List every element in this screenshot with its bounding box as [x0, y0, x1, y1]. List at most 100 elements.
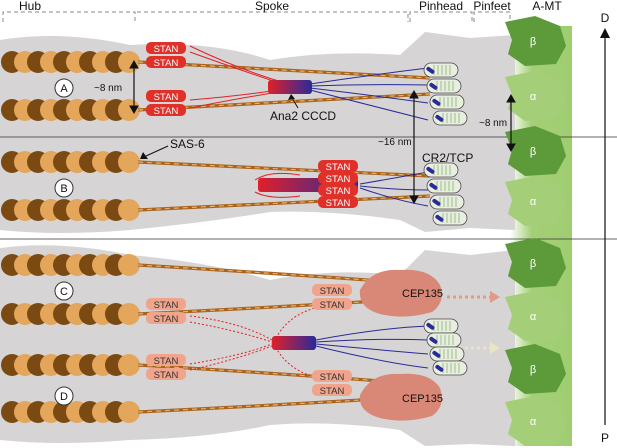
stan-box: STAN	[318, 160, 358, 173]
stan-box: STAN	[318, 184, 358, 197]
stan-box: STAN	[312, 370, 352, 383]
panel-d-letter: D	[60, 391, 68, 403]
stan-box: STAN	[146, 42, 186, 55]
stan-box: STAN	[146, 368, 186, 381]
ana2-cccd-a	[268, 80, 312, 94]
stan-label: STAN	[154, 356, 179, 367]
dp-axis: D P	[600, 11, 610, 445]
beta-tubulin: β	[505, 238, 566, 288]
hub-row	[1, 254, 140, 276]
beta-tubulin: β	[505, 16, 566, 66]
stan-box: STAN	[312, 384, 352, 397]
sas6-head	[118, 99, 140, 121]
stan-label: STAN	[154, 58, 179, 69]
panel-cd-ana2-lines	[189, 304, 429, 381]
panel-c-letter: C	[60, 286, 68, 298]
stan-boxes: STANSTANSTANSTANSTANSTANSTANSTANSTANSTAN…	[146, 42, 358, 397]
cr2-tcp-domain	[429, 94, 465, 110]
tubulin-label: α	[530, 311, 537, 323]
sas6-head	[118, 51, 140, 73]
stan-label: STAN	[326, 186, 351, 197]
cr2-tcp-domain	[426, 332, 462, 348]
spoke-coil-highlight	[137, 161, 431, 177]
header-pinfeet: Pinfeet	[473, 0, 511, 13]
cr2-tcp-domain	[429, 194, 465, 210]
hub-row	[1, 303, 140, 325]
header-amt: A-MT	[532, 0, 562, 13]
sas6-head	[118, 401, 140, 423]
cep135-label-c: CEP135	[402, 288, 443, 300]
spoke-coil-highlight	[137, 364, 396, 383]
panel-label-c: C	[54, 281, 74, 301]
cr2-tcp-domain	[423, 162, 459, 178]
panel-label-d: D	[54, 386, 74, 406]
tubulin-label: α	[530, 416, 537, 428]
tubulin-label: β	[530, 364, 536, 376]
stan-box: STAN	[146, 312, 186, 325]
header-hub: Hub	[19, 0, 41, 13]
cep135-label-d: CEP135	[402, 393, 443, 405]
hub-row	[1, 401, 140, 423]
stan-label: STAN	[154, 314, 179, 325]
alpha-tubulin: α	[505, 71, 566, 121]
stan-box: STAN	[146, 298, 186, 311]
stan-label: STAN	[154, 106, 179, 117]
hub-row	[1, 199, 140, 221]
stan-box: STAN	[146, 354, 186, 367]
cr2-tcp-domain	[432, 210, 468, 226]
tubulin-label: α	[530, 196, 537, 208]
stan-box: STAN	[318, 196, 358, 209]
ana2-callout: Ana2 CCCD	[270, 94, 336, 123]
hub-row	[1, 99, 140, 121]
cr2-tcp-domain	[423, 318, 459, 334]
stan-label: STAN	[154, 92, 179, 103]
stan-box: STAN	[146, 90, 186, 103]
stan-box: STAN	[146, 56, 186, 69]
cr2-tcp-domain	[423, 62, 459, 78]
tubulin-label: β	[530, 36, 536, 48]
header-spoke: Spoke	[255, 0, 289, 13]
stan-label: STAN	[154, 44, 179, 55]
measure-8nm-left: ~8 nm	[94, 59, 139, 115]
axis-p-label: P	[601, 431, 609, 445]
measure-16nm: ~16 nm	[378, 89, 419, 205]
cr2-tcp-domain	[429, 346, 465, 362]
beta-tubulin: β	[505, 126, 566, 176]
stan-label: STAN	[320, 386, 345, 397]
cep135-blob-c: CEP135	[359, 269, 443, 317]
dist-16nm: ~16 nm	[378, 137, 412, 148]
stan-label: STAN	[320, 300, 345, 311]
tubulin-label: β	[530, 258, 536, 270]
axis-d-label: D	[601, 11, 610, 25]
cr2-tcp-domain	[426, 178, 462, 194]
sas6-head	[118, 254, 140, 276]
stan-box: STAN	[146, 104, 186, 117]
tubulin-column: β α β α β α β α	[505, 16, 566, 446]
stan-box: STAN	[312, 284, 352, 297]
stan-label: STAN	[326, 174, 351, 185]
dist-8nm-left: ~8 nm	[94, 83, 122, 94]
cr2-tcp-domains	[423, 62, 468, 376]
panel-label-b: B	[54, 178, 74, 198]
hub-row	[1, 354, 140, 376]
alpha-tubulin: α	[505, 176, 566, 226]
ana2-cccd-cd	[272, 336, 316, 350]
stan-box: STAN	[318, 172, 358, 185]
sas6-label: SAS-6	[170, 137, 205, 151]
panel-b-ana2-lines	[254, 171, 429, 207]
cr2-tcp-domain	[426, 78, 462, 94]
stan-label: STAN	[326, 162, 351, 173]
header-pinhead: Pinhead	[419, 0, 463, 13]
tubulin-label: β	[530, 146, 536, 158]
stan-label: STAN	[154, 370, 179, 381]
hub-row	[1, 51, 140, 73]
alpha-tubulin: α	[505, 291, 566, 341]
sas6-head	[118, 199, 140, 221]
cr2-tcp-label: CR2/TCP	[422, 151, 473, 165]
stan-box: STAN	[312, 298, 352, 311]
panel-b-letter: B	[60, 183, 67, 195]
ana2-label: Ana2 CCCD	[270, 109, 336, 123]
sas6-head	[118, 303, 140, 325]
panel-a-letter: A	[60, 83, 68, 95]
cr2-tcp-domain	[432, 360, 468, 376]
